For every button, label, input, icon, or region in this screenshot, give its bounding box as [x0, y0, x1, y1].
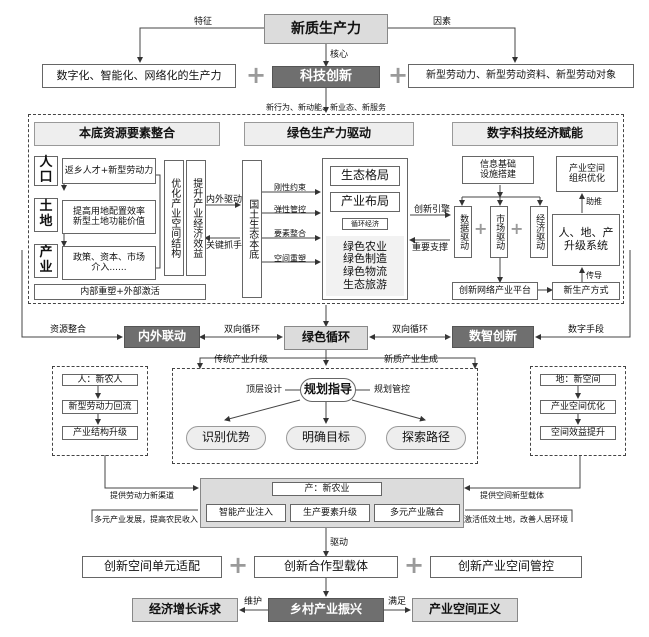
land-side-frame: [530, 366, 626, 456]
space-control-box: 创新产业空间管控: [430, 556, 582, 578]
industry-label: 产业: [34, 244, 58, 278]
plus-icon: +: [246, 61, 267, 89]
labor-channel-label: 提供劳动力新渠道: [110, 491, 174, 500]
inner-outer-activate: 内部重塑+外部激活: [34, 284, 206, 300]
new-agriculture-box: 产：新农业: [272, 482, 382, 496]
assist-label: 助推: [586, 197, 602, 206]
labor-return-box: 新型劳动力回流: [62, 400, 138, 414]
digital-innovation-box: 数智创新: [452, 326, 534, 348]
satisfy-label: 满足: [388, 597, 407, 607]
economic-drive-box: 经济驱动: [530, 206, 548, 258]
inner-outer-drive-label: 内外驱动: [206, 195, 243, 205]
plus-icon: +: [474, 219, 488, 238]
industry-layout-box: 产业布局: [330, 192, 400, 212]
clarify-target-box: 明确目标: [286, 426, 366, 450]
people-side-frame: [52, 366, 148, 456]
industry-fusion-box: 多元产业融合: [374, 504, 460, 522]
plus-icon: +: [228, 551, 249, 579]
improve-benefit-box: 提升产业经济效益: [186, 160, 206, 276]
new-industry-label: 新质产业生成: [384, 355, 439, 365]
green-productivity-title: 绿色生产力驱动: [244, 122, 414, 146]
rural-revitalization-box: 乡村产业振兴: [268, 598, 384, 622]
explore-path-box: 探索路径: [386, 426, 466, 450]
space-justice-box: 产业空间正义: [412, 598, 518, 622]
land-item: 提高用地配置效率 新型土地功能价值: [62, 200, 156, 234]
innovation-platform-box: 创新网络产业平台: [452, 282, 538, 300]
industry-item: 政策、资本、市场 介入......: [62, 246, 156, 280]
planning-frame: [172, 368, 478, 464]
optimize-structure-box: 优化产业空间结构: [164, 160, 184, 276]
space-optimize-box: 产业空间优化: [540, 400, 616, 414]
smart-industry-box: 智能产业注入: [206, 504, 286, 522]
new-quality-productivity-box: 新质生产力: [264, 14, 388, 44]
diverse-industry-label: 多元产业发展，提高农民收入: [94, 515, 198, 524]
new-production-mode-box: 新生产方式: [552, 282, 620, 300]
data-drive-box: 数据驱动: [454, 206, 472, 258]
drive-label: 驱动: [330, 538, 349, 548]
economic-growth-box: 经济增长诉求: [132, 598, 238, 622]
digital-empower-title: 数字科技经济赋能: [452, 122, 618, 146]
structure-upgrade-box: 产业结构升级: [62, 426, 138, 440]
two-way-cycle-label-right: 双向循环: [392, 325, 429, 335]
feature-label: 特征: [194, 17, 213, 27]
cooperative-carrier-box: 创新合作型载体: [254, 556, 398, 578]
new-farmer-box: 人：新农人: [62, 374, 138, 386]
main-frame: [28, 114, 624, 304]
resource-integration-title: 本底资源要素整合: [34, 122, 220, 146]
factor-label: 因素: [433, 17, 452, 27]
new-space-box: 地：新空间: [540, 374, 616, 386]
green-cycle-box: 绿色循环: [284, 326, 368, 350]
two-way-cycle-label-left: 双向循环: [224, 325, 261, 335]
plus-icon: +: [388, 61, 409, 89]
resource-integration-label: 资源整合: [50, 325, 87, 335]
space-benefit-box: 空间效益提升: [540, 426, 616, 440]
planning-control-label: 规划管控: [374, 385, 411, 395]
people-label: 人口: [34, 155, 58, 186]
space-organization-box: 产业空间 组织优化: [556, 156, 618, 192]
circular-economy-box: 循环经济: [342, 218, 388, 230]
digital-productivity-box: 数字化、智能化、网络化的生产力: [42, 64, 236, 88]
activate-land-label: 激活低效土地，改善人居环境: [464, 515, 568, 524]
eco-pattern-box: 生态格局: [330, 166, 400, 186]
green-list: 绿色农业 绿色制造 绿色物流 生态旅游: [326, 236, 404, 296]
land-label: 土地: [34, 198, 58, 232]
rigid-label: 刚性约束: [274, 183, 306, 192]
upgrade-system-box: 人、地、产 升级系统: [552, 214, 620, 266]
maintain-label: 维护: [244, 597, 263, 607]
market-drive-box: 市场驱动: [490, 206, 508, 258]
core-label: 核心: [330, 50, 349, 60]
four-new-label: 新行为、新动能、新业态、新服务: [266, 103, 386, 112]
land-ecology-box: 国土生态本底: [242, 160, 262, 298]
space-unit-box: 创新空间单元适配: [82, 556, 222, 578]
digital-means-label: 数字手段: [568, 325, 605, 335]
plus-icon: +: [510, 219, 524, 238]
top-design-label: 顶层设计: [246, 385, 283, 395]
new-labor-box: 新型劳动力、新型劳动资料、新型劳动对象: [408, 64, 634, 88]
factor-upgrade-box: 生产要素升级: [290, 504, 370, 522]
people-item: 返乡人才+新型劳动力: [62, 158, 156, 184]
identify-advantage-box: 识别优势: [186, 426, 266, 450]
traditional-upgrade-label: 传统产业升级: [214, 355, 269, 365]
plus-icon: +: [404, 551, 425, 579]
space-carrier-label: 提供空间新型载体: [480, 491, 544, 500]
info-infra-box: 信息基础 设施搭建: [462, 156, 534, 184]
support-label: 重要支撑: [412, 243, 449, 253]
flexible-label: 弹性管控: [274, 205, 306, 214]
space-reshape-label: 空间重塑: [274, 254, 306, 263]
key-grip-label: 关键抓手: [206, 241, 243, 251]
planning-guide-box: 规划指导: [300, 378, 356, 402]
factor-integration-label: 要素整合: [274, 229, 306, 238]
inner-outer-linkage-box: 内外联动: [124, 326, 200, 348]
innovation-engine-label: 创新引擎: [414, 205, 451, 215]
transmit-label: 传导: [586, 271, 602, 280]
tech-innovation-box: 科技创新: [272, 66, 380, 88]
